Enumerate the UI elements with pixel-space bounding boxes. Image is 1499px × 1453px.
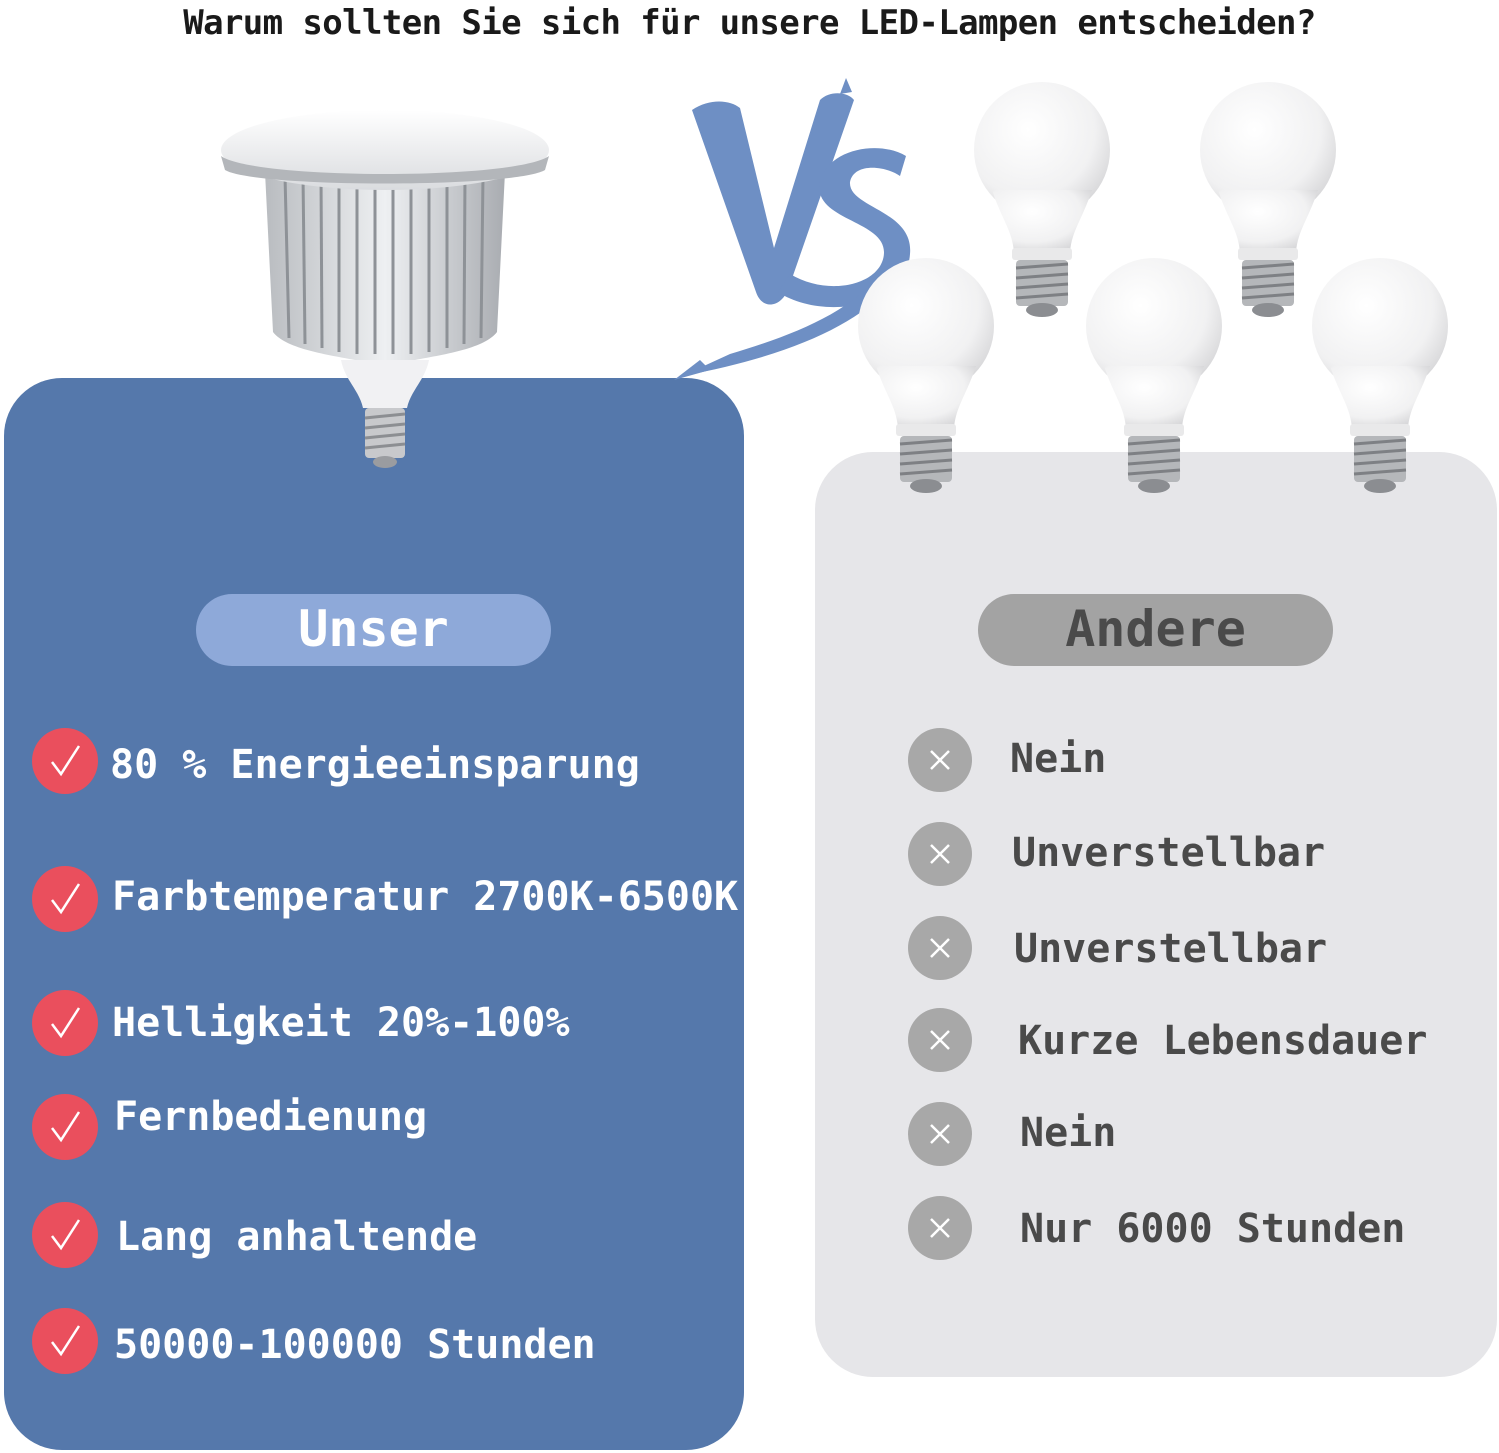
others-feature: Kurze Lebensdauer bbox=[1018, 1018, 1428, 1064]
check-icon bbox=[32, 990, 98, 1056]
cross-icon bbox=[908, 916, 972, 980]
cross-icon bbox=[908, 728, 972, 792]
led-lamp-image bbox=[221, 110, 549, 468]
ours-panel bbox=[4, 378, 744, 1450]
others-feature: Nein bbox=[1020, 1110, 1117, 1156]
check-icon bbox=[32, 1094, 98, 1160]
ours-feature: 80 % Energieeinsparung bbox=[110, 742, 640, 788]
cross-icon bbox=[908, 822, 972, 886]
ours-feature: Farbtemperatur 2700K-6500K bbox=[112, 874, 739, 920]
others-feature: Nur 6000 Stunden bbox=[1020, 1206, 1406, 1252]
others-feature: Nein bbox=[1010, 736, 1107, 782]
check-icon bbox=[32, 866, 98, 932]
check-icon bbox=[32, 1308, 98, 1374]
headline: Warum sollten Sie sich für unsere LED-La… bbox=[183, 3, 1316, 43]
ours-feature: Helligkeit 20%-100% bbox=[112, 1000, 570, 1046]
ours-feature: Fernbedienung bbox=[114, 1094, 428, 1140]
others-label: Andere bbox=[978, 594, 1333, 666]
ours-feature: Lang anhaltende bbox=[116, 1214, 478, 1260]
ours-feature: 50000-100000 Stunden bbox=[114, 1322, 596, 1368]
cross-icon bbox=[908, 1196, 972, 1260]
others-feature: Unverstellbar bbox=[1012, 830, 1326, 876]
others-feature: Unverstellbar bbox=[1014, 926, 1328, 972]
cross-icon bbox=[908, 1102, 972, 1166]
standard-bulbs-image bbox=[856, 80, 1450, 495]
ours-label: Unser bbox=[196, 594, 551, 666]
check-icon bbox=[32, 1202, 98, 1268]
cross-icon bbox=[908, 1008, 972, 1072]
check-icon bbox=[32, 728, 98, 794]
